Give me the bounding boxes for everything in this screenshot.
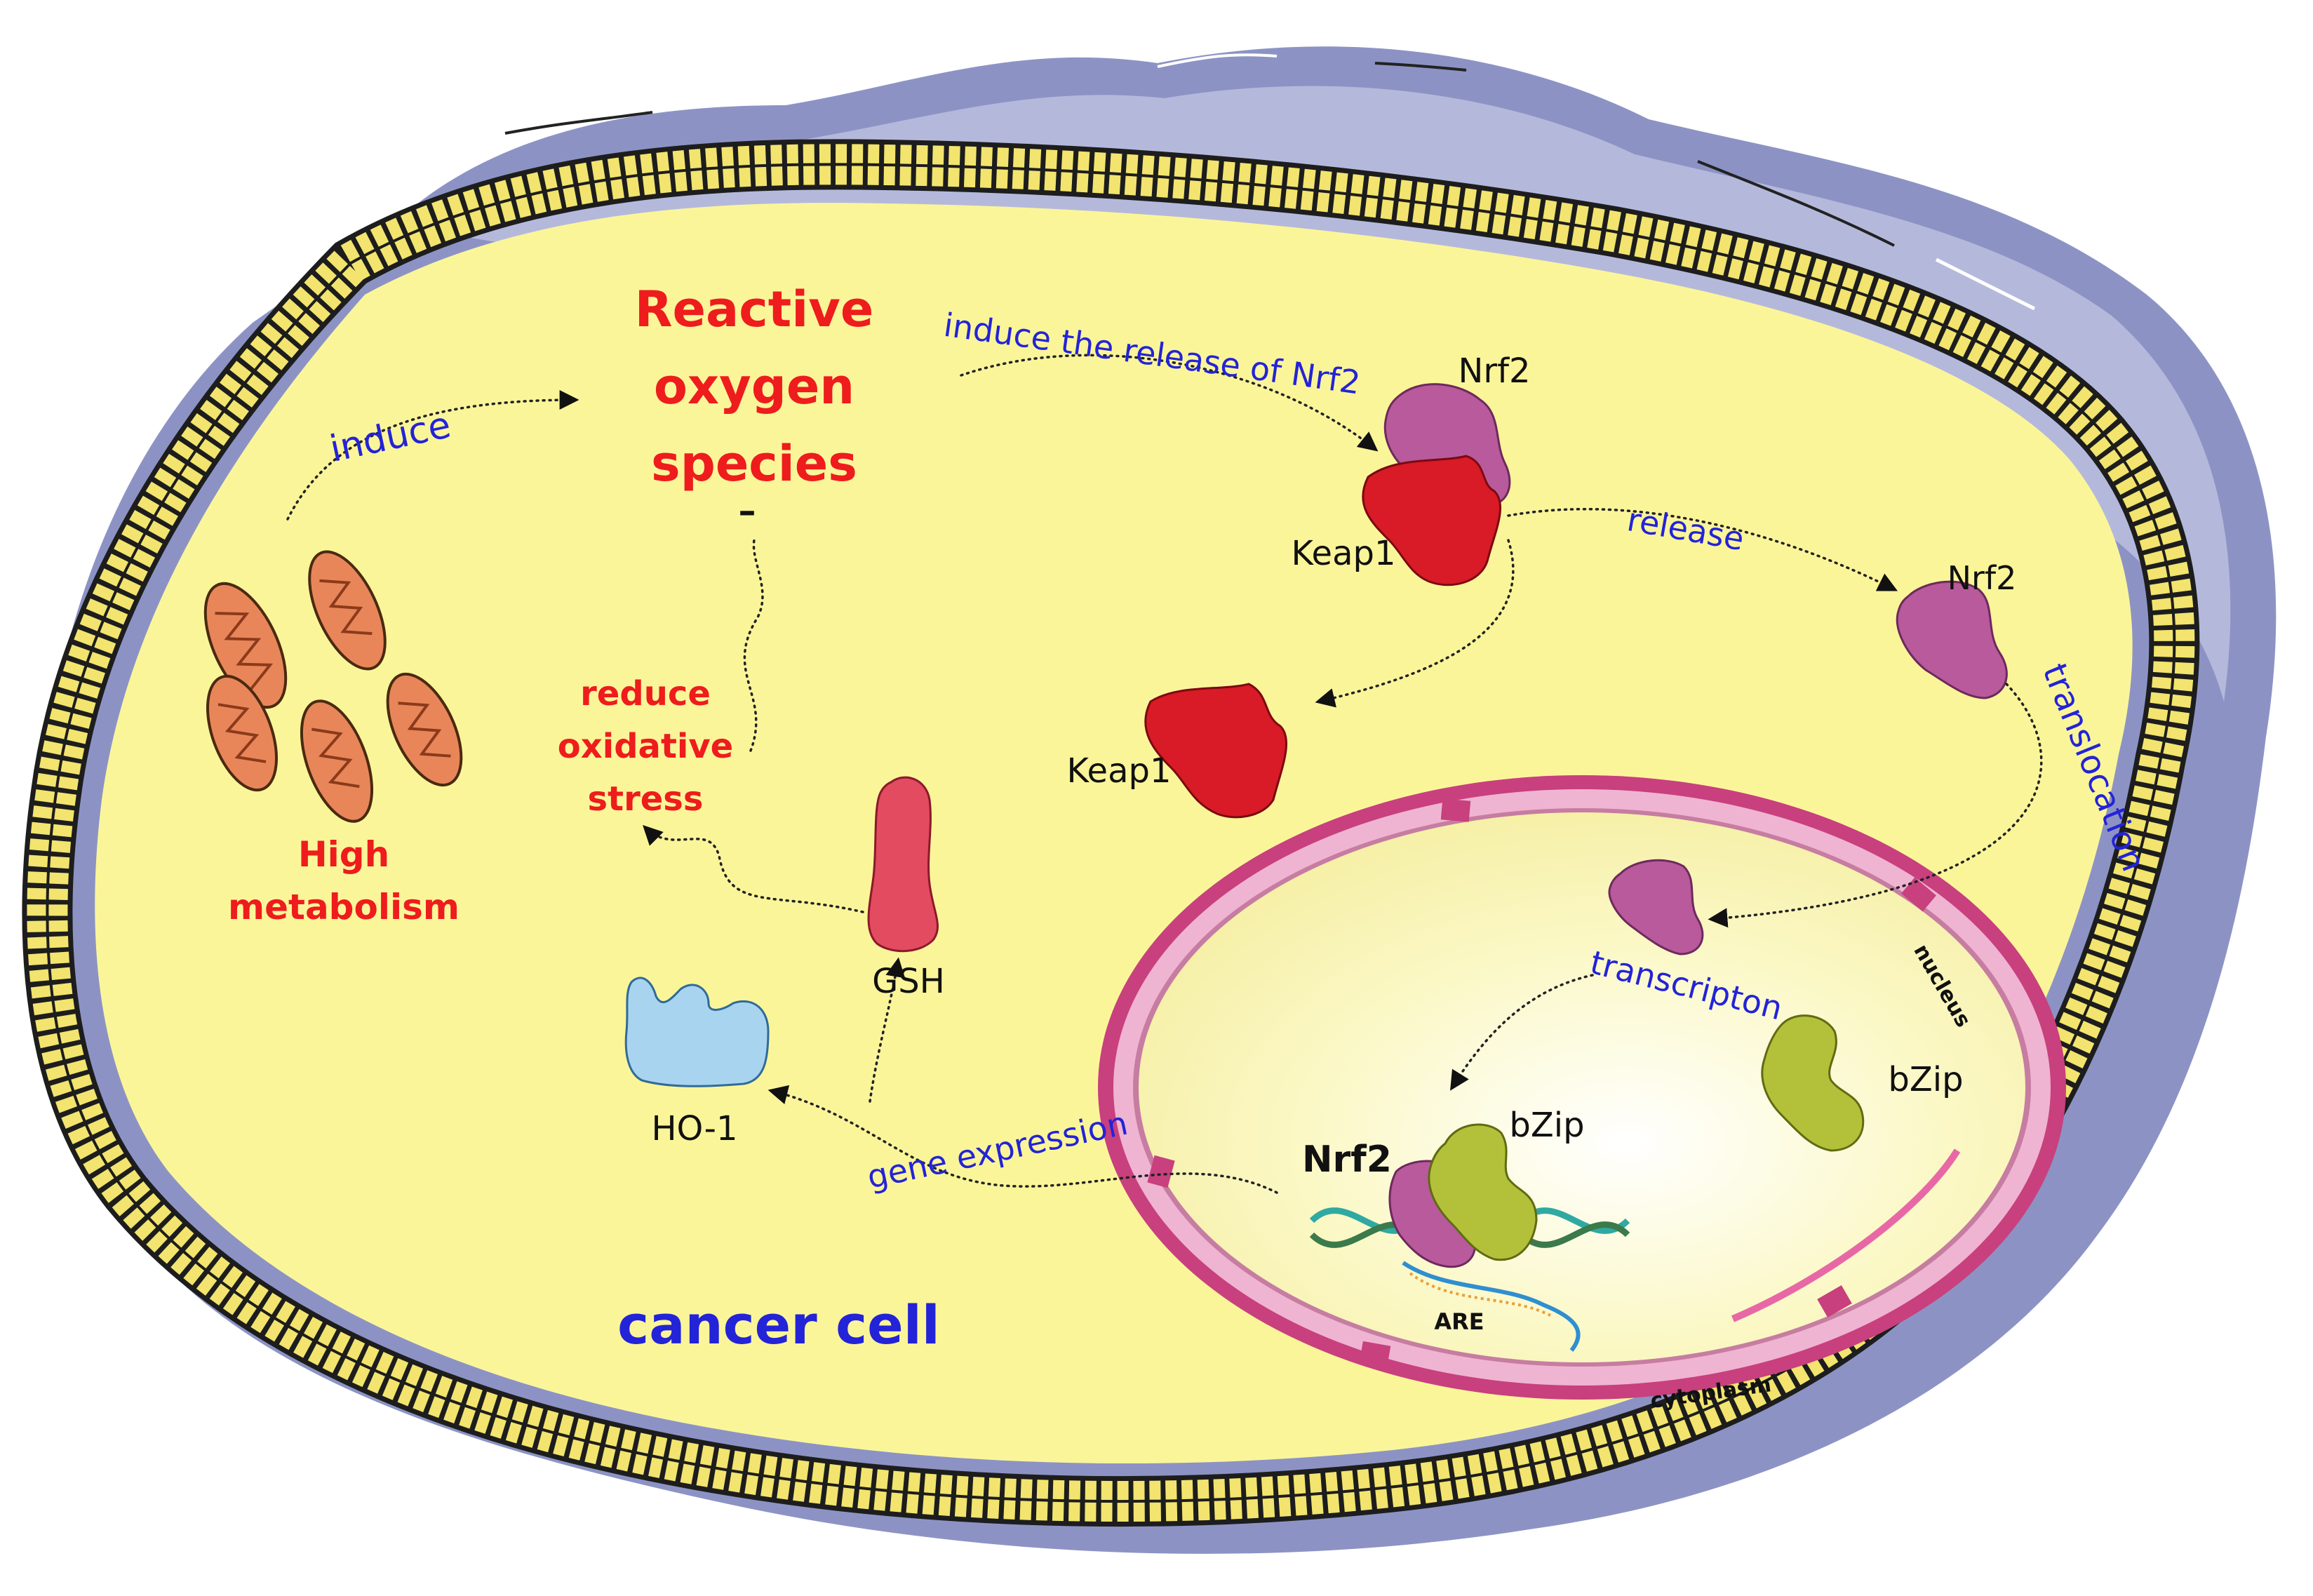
keap1-protein — [1362, 455, 1501, 586]
reduce-label-line3: stress — [588, 779, 704, 819]
arrow-keap1-dissociation — [1315, 539, 1515, 708]
high-metabolism-line2: metabolism — [228, 887, 460, 927]
mitochondrion — [300, 699, 374, 823]
mitochondria-group — [203, 550, 463, 823]
ho1-protein — [624, 977, 770, 1087]
high-metabolism-line1: High — [298, 834, 389, 875]
arrow-induce-release — [960, 354, 1379, 452]
ros-label-line2: oxygen — [654, 358, 854, 415]
keap1-free-label: Keap1 — [1066, 751, 1171, 791]
nrf2-protein-released — [1896, 580, 2008, 699]
keap1-top-label: Keap1 — [1291, 534, 1395, 573]
nrf2-protein-nuclear — [1608, 859, 1704, 955]
pathway-arrows — [286, 354, 2043, 1194]
keap1-protein-free — [1144, 683, 1287, 819]
bzip-protein-bound — [1428, 1123, 1538, 1261]
nrf2-keap1-complex — [1362, 383, 1511, 586]
bzip-right-label: bZip — [1888, 1060, 1963, 1099]
arrow-translocation — [1708, 683, 2043, 928]
arrow-inhibit-ros — [743, 539, 764, 752]
ros-label-line3: species — [651, 435, 857, 492]
arrow-induce — [286, 390, 579, 521]
gsh-label: GSH — [872, 962, 945, 1001]
bzip-protein-free — [1761, 1014, 1865, 1152]
nrf2-dna-label: Nrf2 — [1302, 1139, 1392, 1181]
nrf2-right-label: Nrf2 — [1947, 559, 2017, 597]
inhibit-mark: – — [739, 490, 756, 531]
reduce-label-line2: oxidative — [558, 727, 733, 766]
mitochondrion — [203, 582, 288, 709]
mitochondrion — [308, 550, 387, 671]
nrf2-top-label: Nrf2 — [1458, 351, 1530, 391]
reduce-label-line1: reduce — [580, 674, 711, 713]
arrow-to-gsh — [869, 957, 906, 1103]
arrow-gene-expression — [767, 1085, 1278, 1194]
gsh-molecule — [867, 776, 939, 953]
cancer-cell-label: cancer cell — [617, 1294, 940, 1356]
bzip-center-label: bZip — [1509, 1106, 1584, 1145]
arrow-transcription — [1450, 974, 1594, 1091]
ros-label-line1: Reactive — [635, 281, 874, 338]
ho1-label: HO-1 — [651, 1109, 737, 1148]
mitochondrion — [206, 674, 279, 792]
arrow-release — [1507, 508, 1898, 591]
are-label: ARE — [1434, 1308, 1484, 1335]
mitochondrion — [386, 672, 463, 787]
